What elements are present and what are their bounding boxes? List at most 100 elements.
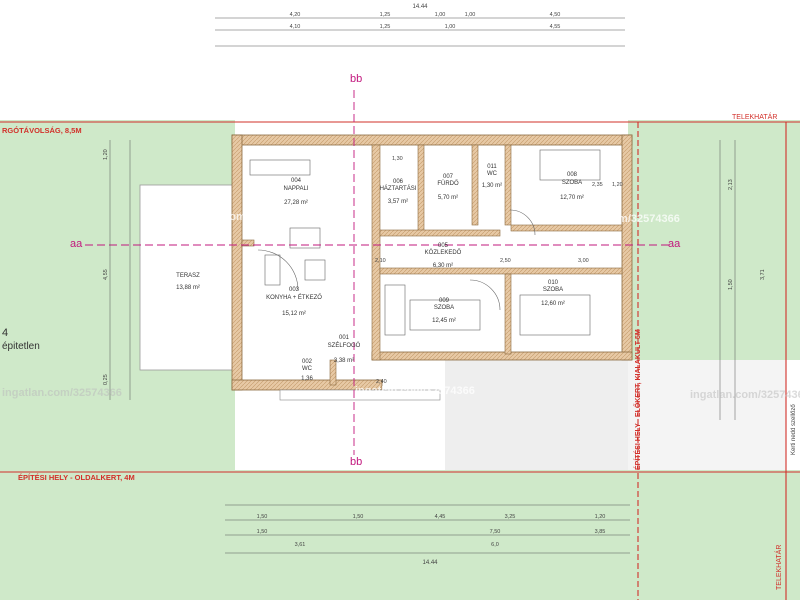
dim-label: 1,25: [380, 24, 391, 30]
dim-lines: [109, 17, 736, 554]
garden-right: [628, 120, 800, 360]
room-011-num: 011: [487, 164, 497, 170]
left-plot-text: épitetlen: [2, 341, 40, 352]
room-009-num: 009: [439, 298, 450, 304]
dim-label: 1,20: [612, 182, 623, 188]
room-004-num: 004: [291, 178, 302, 184]
dim-top-row1: 4,20 1,25 1,00 1,00 4,50: [290, 12, 561, 18]
outer-walls: [231, 134, 633, 401]
terrace-area: 13,88 m²: [176, 285, 200, 291]
room-006-area: 3,57 m²: [388, 199, 408, 205]
room-003-area: 15,12 m²: [282, 311, 306, 317]
room-010-name: SZOBA: [543, 287, 563, 293]
room-002-num: 002: [302, 359, 313, 365]
room-006-name: HÁZTARTÁSI: [380, 185, 417, 192]
room-002-name: WC: [302, 366, 313, 372]
watermark: ingatlan.com/32574366: [690, 389, 800, 401]
dim-label: 4,50: [550, 12, 561, 18]
dim-label: 4,45: [435, 514, 446, 520]
terrace: [139, 184, 236, 371]
dim-label: 2,50: [500, 258, 511, 264]
white-strip-top: [0, 0, 800, 120]
dim-label: 3,85: [595, 529, 606, 535]
room-003-name: KONYHA + ÉTKEZŐ: [266, 294, 322, 301]
room-001-num: 001: [339, 335, 350, 341]
dim-label: 4,55: [550, 24, 561, 30]
total-top: 14.44: [412, 4, 428, 10]
room-001-name: SZÉLFOGÓ: [328, 342, 361, 349]
total-bottom: 14.44: [422, 560, 438, 566]
dim-left-col: 1,20 4,55 0,25: [103, 149, 109, 385]
dim-inner: 2,10 2,50 3,00 2,40 1,20 1,30 2,35: [375, 156, 623, 385]
room-001-area: 3,38 m²: [334, 358, 354, 364]
dim-label: 1,50: [257, 514, 268, 520]
dim-right-col: 2,13 1,50 3,71: [728, 179, 766, 290]
dim-label: 2,13: [728, 179, 734, 190]
room-010-num: 010: [548, 280, 559, 286]
watermarks-light: ingatlan.com/32574366 ingatlan.com/32574…: [2, 387, 800, 401]
room-003-num: 003: [289, 287, 300, 293]
dim-label: 1,20: [595, 514, 606, 520]
side-garden-label: ÉPÍTÉSI HELY - OLDALKERT, 4M: [18, 473, 135, 482]
room-007-area: 5,70 m²: [438, 195, 458, 201]
furniture: [249, 149, 601, 336]
dim-label: 3,71: [760, 269, 766, 280]
side-note: Kerti nedd szellőző: [791, 404, 797, 455]
watermark: ingatlan.com/32574366: [560, 213, 680, 225]
interior-walls: [241, 144, 623, 386]
room-005-num: 005: [438, 243, 449, 249]
dim-top-row2: 4,10 1,25 1,00 4,55: [290, 24, 561, 30]
boundary-bottom-label: TELEKHATÁR: [774, 545, 783, 590]
room-008-area: 12,70 m²: [560, 195, 584, 201]
room-006-num: 006: [393, 179, 404, 185]
dim-label: 4,10: [290, 24, 301, 30]
dim-label: 1,50: [257, 529, 268, 535]
dim-label: 1,25: [380, 12, 391, 18]
dim-label: 3,25: [505, 514, 516, 520]
dim-label: 1,50: [353, 514, 364, 520]
dim-label: 2,35: [592, 182, 603, 188]
dim-label: 6,0: [491, 542, 499, 548]
section-bb-top: bb: [350, 73, 362, 85]
build-lines: [0, 121, 800, 600]
yard-right: [628, 360, 786, 470]
room-002-area: 1,36: [301, 376, 313, 382]
front-garden-label: ÉPÍTÉSI HELY - ELŐKERT, KIALAKULT 5M: [633, 329, 642, 470]
watermark: ingatlan.com/32574366: [178, 211, 298, 223]
dim-label: 1,00: [445, 24, 456, 30]
dim-label: 4,20: [290, 12, 301, 18]
room-009-name: SZOBA: [434, 305, 454, 311]
dim-label: 3,00: [578, 258, 589, 264]
dim-label: 1,00: [465, 12, 476, 18]
dim-label: 1,30: [392, 156, 403, 162]
room-005-name: KÖZLEKEDŐ: [425, 249, 462, 256]
room-008-num: 008: [567, 172, 578, 178]
room-005-area: 6,30 m²: [433, 263, 453, 269]
dim-bottom-row2: 1,50 7,50 3,85: [257, 529, 606, 535]
watermark: ingatlan.com/32574366: [355, 385, 475, 397]
dim-label: 7,50: [490, 529, 501, 535]
watermarks: ingatlan.com/32574366 ingatlan.com/32574…: [178, 211, 680, 397]
room-009-area: 12,45 m²: [432, 318, 456, 324]
dim-label: 2,10: [375, 258, 386, 264]
dim-label: 1,20: [103, 149, 109, 160]
dim-bottom-row1: 1,50 1,50 4,45 3,25 1,20: [257, 514, 606, 520]
watermark: ingatlan.com/32574366: [2, 387, 122, 399]
setback-label: RGÓTÁVOLSÁG, 8,5M: [2, 126, 82, 135]
terrace-name: TERASZ: [176, 273, 200, 279]
dim-label: 1,50: [728, 279, 734, 290]
room-labels: 004 NAPPALI 27,28 m² 003 KONYHA + ÉTKEZŐ…: [176, 164, 584, 382]
room-011-area: 1,30 m²: [482, 183, 502, 189]
section-lines: [85, 90, 670, 455]
room-007-num: 007: [443, 174, 454, 180]
dim-label: 3,61: [295, 542, 306, 548]
left-plot-number: 4: [2, 327, 8, 339]
dim-label: 4,55: [103, 269, 109, 280]
dim-bottom-row3: 3,61 6,0: [295, 542, 499, 548]
room-010-area: 12,60 m²: [541, 301, 565, 307]
section-aa-right: aa: [668, 238, 681, 250]
room-011-name: WC: [487, 171, 498, 177]
dim-label: 1,00: [435, 12, 446, 18]
room-007-name: FÜRDŐ: [437, 180, 459, 187]
